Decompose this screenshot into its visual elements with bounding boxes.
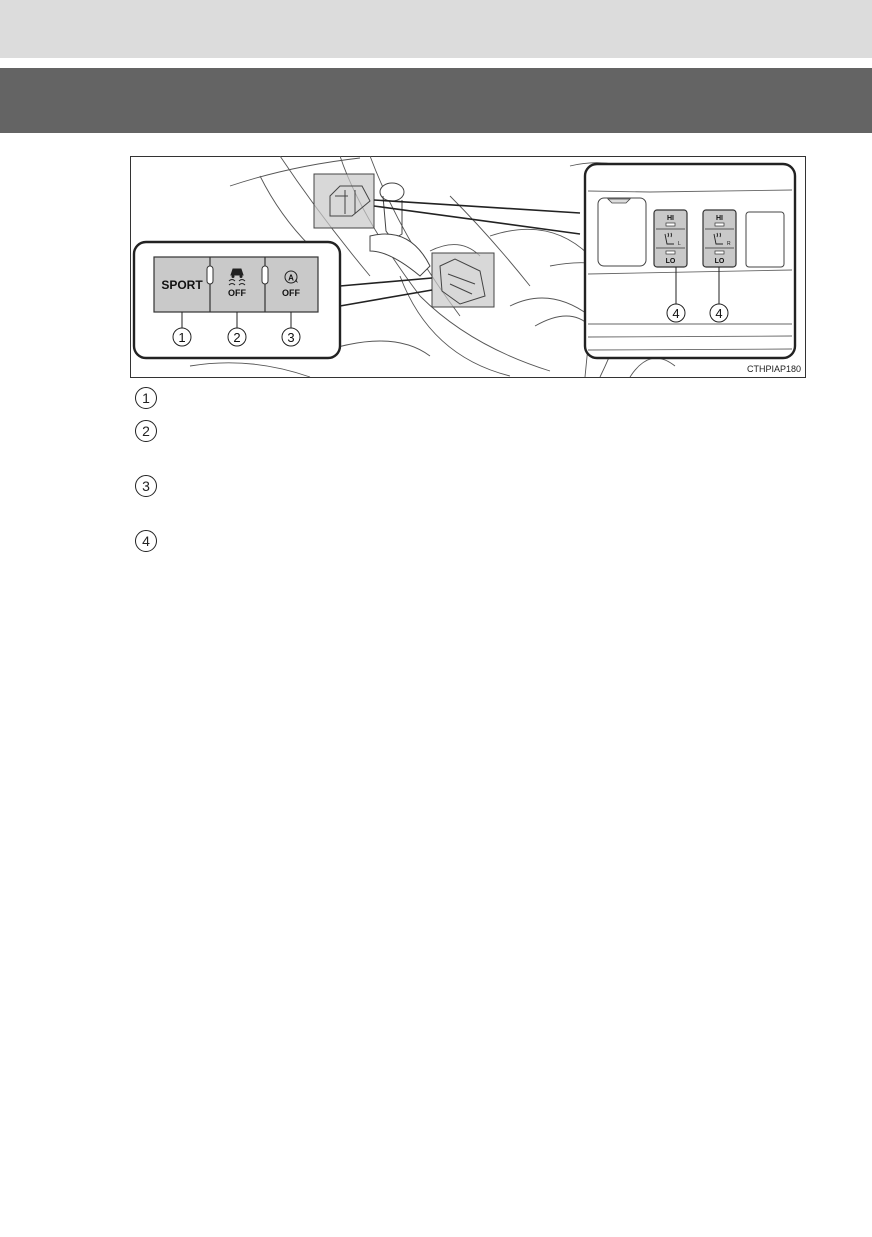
svg-text:LO: LO <box>715 258 725 265</box>
seat-heater-icon <box>664 232 674 245</box>
callout-number-1: 1 <box>178 330 185 345</box>
console-illustration: SPORT OFF A OFF 1 2 <box>130 156 806 378</box>
vsc-off-icon <box>228 268 246 286</box>
callout-number-4-right: 4 <box>715 306 722 321</box>
svg-text:L: L <box>678 241 681 247</box>
header-band <box>0 0 872 58</box>
svg-text:HI: HI <box>716 215 723 222</box>
svg-text:R: R <box>727 241 731 247</box>
callout-circle-4: 4 <box>135 530 157 552</box>
callout-number-4-left: 4 <box>672 306 679 321</box>
callout-item-4: 4 <box>135 530 157 552</box>
auto-off-label: OFF <box>282 288 300 298</box>
buttons-inset: SPORT OFF A OFF 1 2 <box>132 240 342 360</box>
auto-start-stop-icon: A <box>284 270 298 284</box>
svg-text:LO: LO <box>666 258 676 265</box>
seat-heater-highlight <box>313 173 375 229</box>
sport-button-label: SPORT <box>161 278 203 292</box>
callout-circle-1: 1 <box>135 387 157 409</box>
callout-circle-3: 3 <box>135 475 157 497</box>
figure-code: CTHPIAP180 <box>747 364 801 374</box>
seat-heater-switch-left: HI L LO <box>653 209 688 268</box>
vsc-off-label: OFF <box>228 288 246 298</box>
right-inset-leader <box>373 199 581 235</box>
svg-text:A: A <box>288 274 294 283</box>
shift-lever <box>369 182 431 277</box>
left-inset-leader <box>339 277 433 307</box>
seat-heater-icon <box>713 232 723 245</box>
section-title-band <box>0 68 872 133</box>
callout-number-2: 2 <box>233 330 240 345</box>
svg-text:HI: HI <box>667 215 674 222</box>
callout-item-1: 1 <box>135 387 157 409</box>
seat-heater-inset: HI L LO HI R <box>583 162 797 360</box>
callout-item-2: 2 <box>135 420 157 442</box>
seat-heater-switch-right: HI R LO <box>702 209 737 268</box>
callout-circle-2: 2 <box>135 420 157 442</box>
callout-number-3: 3 <box>287 330 294 345</box>
callout-item-3: 3 <box>135 475 157 497</box>
